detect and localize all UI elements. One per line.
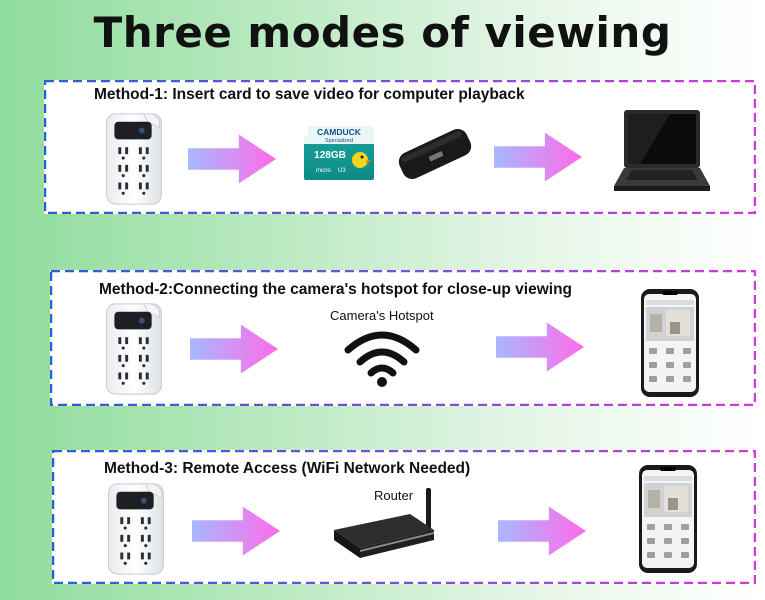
card-reader <box>398 128 472 180</box>
arrow-icon <box>496 322 584 372</box>
svg-text:micro: micro <box>316 168 331 174</box>
arrow-icon <box>188 134 276 184</box>
arrow-icon <box>192 506 280 556</box>
arrow-icon <box>498 506 586 556</box>
camera-plug-device <box>104 300 164 398</box>
sd-card: CAMDUCK Specialized 128GB micro U3 <box>304 126 374 180</box>
svg-text:U3: U3 <box>338 168 346 174</box>
router-caption: Router <box>374 488 414 503</box>
method-3-label: Method-3: Remote Access (WiFi Network Ne… <box>104 460 471 477</box>
page-title: Three modes of viewing <box>93 8 672 57</box>
smartphone <box>640 288 700 398</box>
laptop <box>614 110 710 191</box>
sd-card-sub: Specialized <box>325 138 353 144</box>
method-2-label: Method-2:Connecting the camera's hotspot… <box>99 281 573 298</box>
router <box>334 488 434 558</box>
hotspot-caption: Camera's Hotspot <box>330 308 434 323</box>
sd-card-brand: CAMDUCK <box>317 127 362 137</box>
sd-card-capacity: 128GB <box>314 150 346 161</box>
arrow-icon <box>190 324 278 374</box>
camera-plug-device <box>106 480 166 578</box>
smartphone <box>638 464 698 574</box>
camera-plug-device <box>104 110 164 208</box>
arrow-icon <box>494 132 582 182</box>
method-1-label: Method-1: Insert card to save video for … <box>94 86 525 103</box>
wifi-icon <box>344 331 420 387</box>
